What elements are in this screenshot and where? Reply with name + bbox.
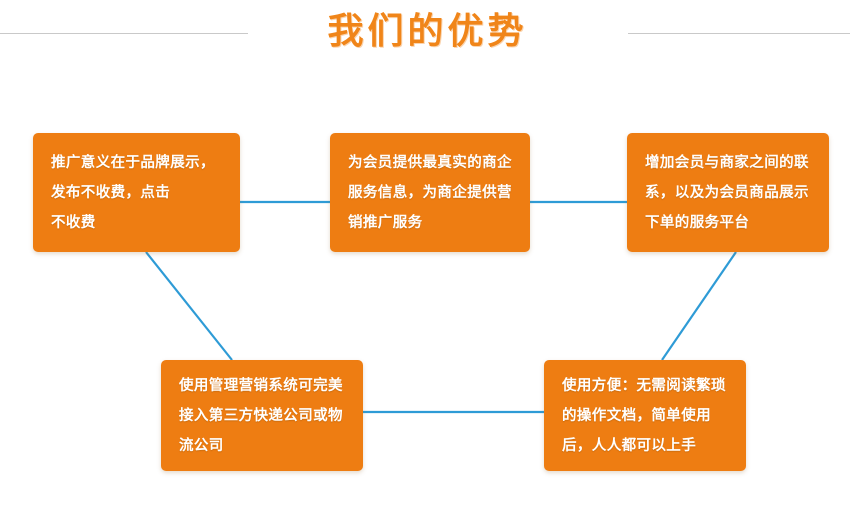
advantage-box-promotion-label: 推广意义在于品牌展示，发布不收费，点击 不收费: [51, 154, 215, 231]
advantage-box-member-service-label: 为会员提供最真实的商企服务信息，为商企提供营销推广服务: [348, 154, 512, 231]
advantage-box-ease-of-use[interactable]: 使用方便：无需阅读繁琐的操作文档，简单使用后，人人都可以上手: [544, 360, 746, 471]
advantage-box-promotion[interactable]: 推广意义在于品牌展示，发布不收费，点击 不收费: [33, 133, 240, 252]
header-divider-right: [628, 33, 850, 34]
advantage-box-ease-of-use-label: 使用方便：无需阅读繁琐的操作文档，简单使用后，人人都可以上手: [562, 377, 726, 454]
advantage-box-logistics-integration[interactable]: 使用管理营销系统可完美接入第三方快递公司或物流公司: [161, 360, 363, 471]
header-divider-left: [0, 33, 248, 34]
advantage-box-member-merchant-link[interactable]: 增加会员与商家之间的联系，以及为会员商品展示下单的服务平台: [627, 133, 829, 252]
connector-node3-node5: [661, 251, 737, 361]
advantage-box-logistics-integration-label: 使用管理营销系统可完美接入第三方快递公司或物流公司: [179, 377, 343, 454]
advantage-box-member-service[interactable]: 为会员提供最真实的商企服务信息，为商企提供营销推广服务: [330, 133, 530, 252]
page-title: 我们的优势: [327, 10, 528, 51]
advantage-box-member-merchant-link-label: 增加会员与商家之间的联系，以及为会员商品展示下单的服务平台: [645, 154, 809, 231]
connector-node1-node4: [145, 251, 233, 361]
